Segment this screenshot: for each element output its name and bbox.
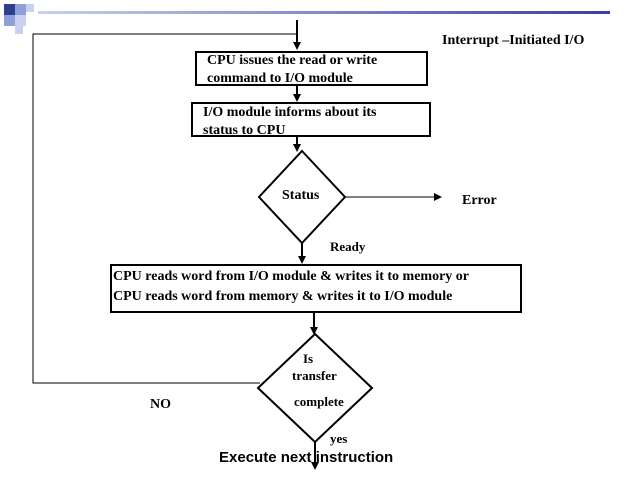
status-label: Status: [282, 188, 320, 203]
loop-line: [32, 33, 297, 384]
error-label: Error: [462, 193, 497, 208]
yes-label: yes: [330, 431, 348, 446]
transfer-question-line2: transfer: [292, 368, 337, 383]
decor-square: [15, 26, 23, 34]
transfer-diamond: [256, 332, 374, 444]
decor-square: [4, 4, 15, 15]
execute-next-instruction: Execute next instruction: [219, 449, 394, 466]
step-issue-command: [195, 51, 428, 86]
no-label: NO: [150, 397, 171, 412]
step-transfer-word-line1: CPU reads word from I/O module & writes …: [113, 269, 470, 284]
decor-square: [4, 15, 15, 26]
step-issue-command-line2: command to I/O module: [207, 71, 353, 86]
page-title: Interrupt –Initiated I/O: [442, 33, 585, 48]
step-inform-status-line2: status to CPU: [203, 123, 286, 138]
decor-square: [15, 4, 26, 15]
decor-square: [15, 15, 26, 26]
transfer-question-line1: Is: [303, 351, 314, 366]
transfer-question-line3: complete: [294, 394, 344, 409]
step-transfer-word-line2: CPU reads word from memory & writes it t…: [113, 289, 453, 304]
step-inform-status: [191, 102, 431, 137]
ready-label: Ready: [330, 239, 366, 254]
step-inform-status-line1: I/O module informs about its: [203, 105, 377, 120]
step-transfer-word: [110, 264, 522, 313]
top-bar: [38, 11, 610, 14]
step-issue-command-line1: CPU issues the read or write: [207, 53, 378, 68]
decor-square: [26, 4, 34, 12]
